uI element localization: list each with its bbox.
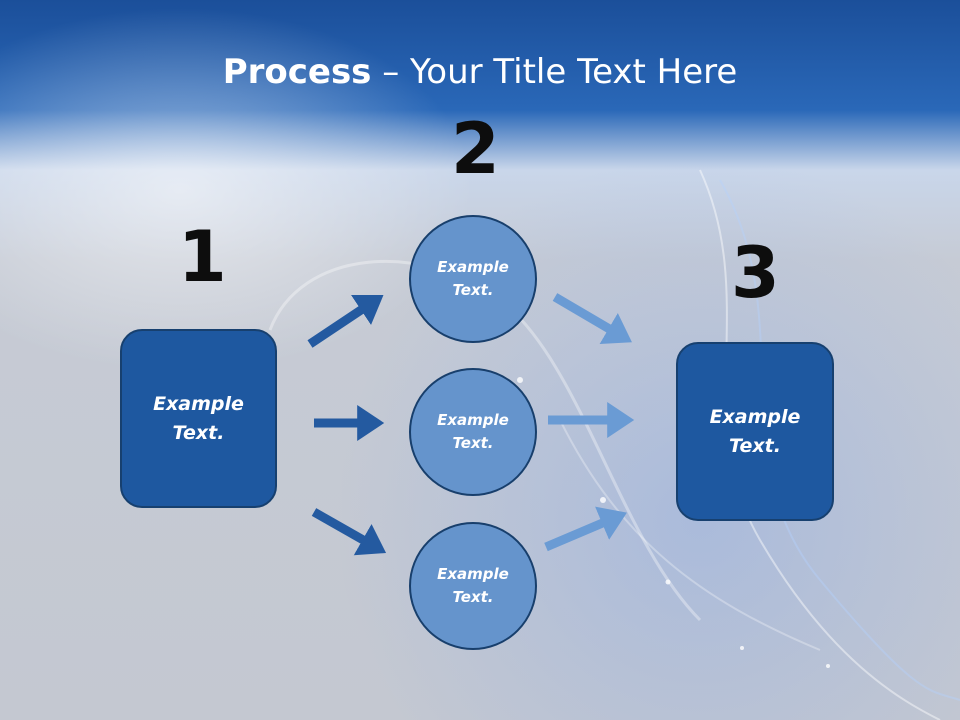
arrow-1-to-2-bottom [311, 508, 387, 556]
step-2-circle-middle-text: Example Text. [437, 411, 509, 452]
step-1-box-text: Example Text. [153, 392, 244, 444]
title-rest: – Your Title Text Here [371, 52, 738, 92]
step-number-2: 2 [451, 108, 500, 190]
step-2-circle-top-text: Example Text. [437, 258, 509, 299]
step-3-box: Example Text. [676, 342, 834, 521]
arrow-2-bottom-to-3 [544, 506, 627, 552]
page-title: Process – Your Title Text Here [0, 52, 960, 92]
step-3-box-text: Example Text. [709, 405, 801, 457]
step-2-circle-bottom-text: Example Text. [437, 565, 509, 606]
arrow-1-to-2-top [307, 295, 384, 348]
step-2-circle-middle: Example Text. [409, 368, 537, 496]
title-bold: Process [222, 52, 372, 92]
arrow-2-top-to-3 [552, 293, 632, 345]
step-2-circle-top: Example Text. [409, 215, 537, 343]
step-number-1: 1 [178, 216, 227, 298]
step-2-circle-bottom: Example Text. [409, 522, 537, 650]
step-1-box: Example Text. [120, 329, 277, 508]
step-number-3: 3 [731, 232, 780, 314]
